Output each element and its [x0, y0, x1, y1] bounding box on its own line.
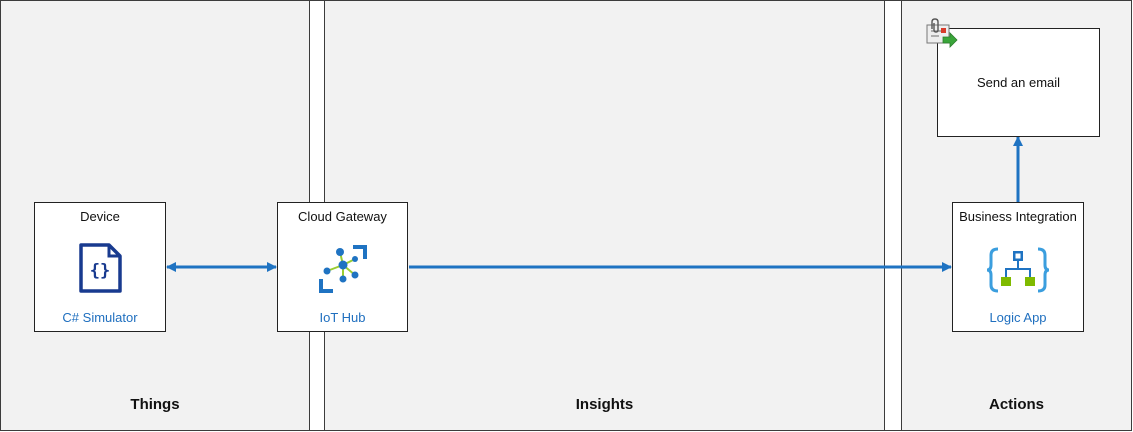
lane-divider-strip [884, 0, 902, 431]
gateway-title: Cloud Gateway [298, 209, 387, 224]
device-caption: C# Simulator [62, 310, 138, 325]
code-file-icon: {} [79, 243, 122, 293]
email-node[interactable]: Send an email [937, 28, 1100, 137]
logic-app-icon [986, 247, 1050, 293]
email-attachment-icon [926, 18, 958, 48]
lane-insights: Insights [324, 0, 885, 431]
device-node[interactable]: Device {} C# Simulator [34, 202, 166, 332]
lane-label-actions: Actions [988, 396, 1044, 413]
integration-title: Business Integration [959, 209, 1077, 224]
lane-label-insights: Insights [575, 396, 634, 413]
svg-text:{}: {} [90, 261, 110, 281]
gateway-caption: IoT Hub [319, 310, 366, 325]
integration-caption: Logic App [989, 310, 1047, 325]
iot-hub-icon [318, 245, 367, 293]
gateway-node[interactable]: Cloud Gateway IoT Hub [277, 202, 408, 332]
device-title: Device [80, 209, 120, 224]
lane-label-things: Things [130, 396, 180, 413]
integration-node[interactable]: Business Integration Logic App [952, 202, 1084, 332]
email-text: Send an email [976, 75, 1061, 90]
